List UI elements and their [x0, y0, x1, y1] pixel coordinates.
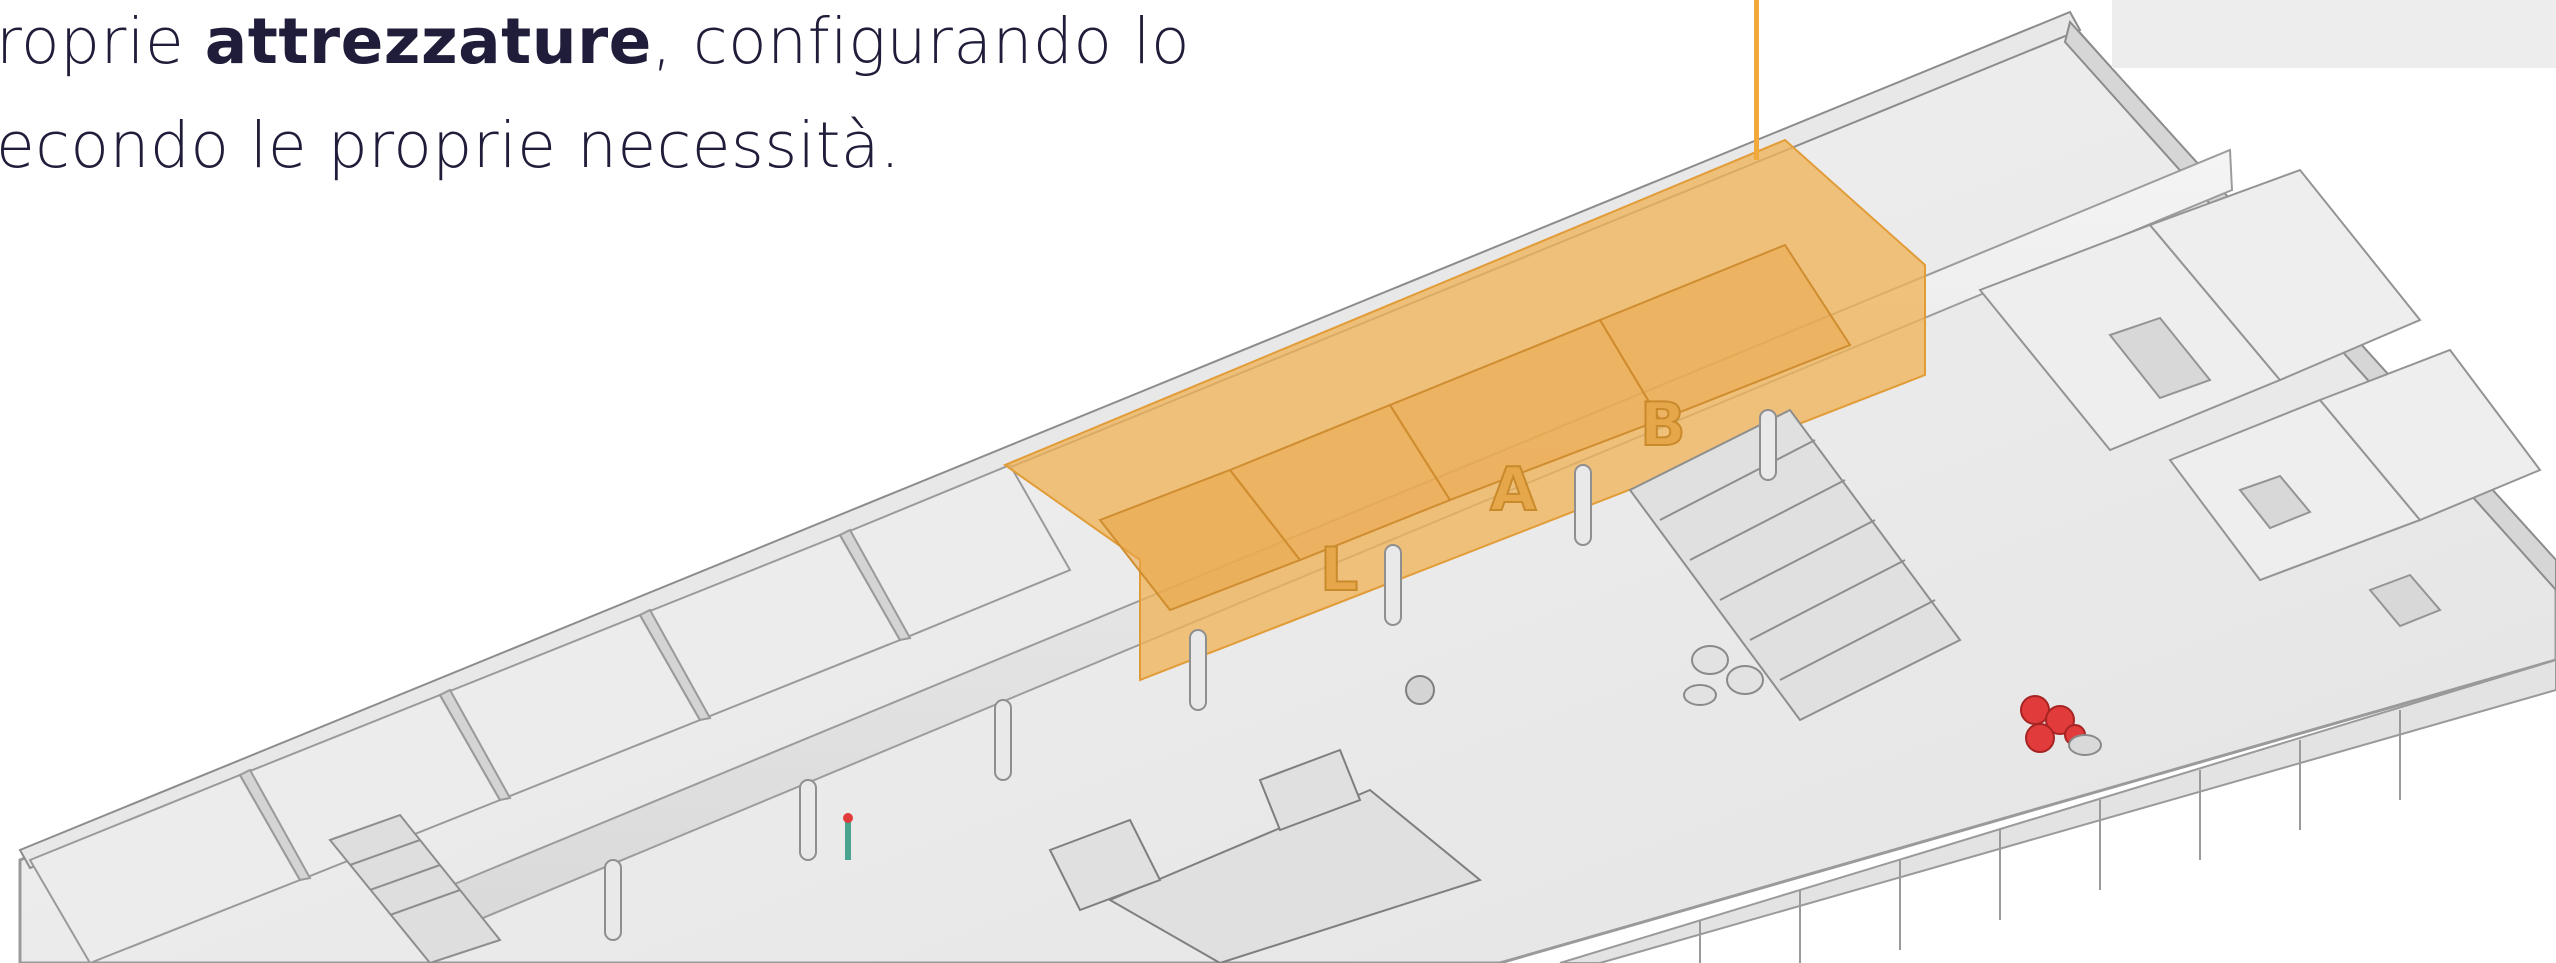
- lab-letter-l: L: [1320, 535, 1358, 605]
- intro-text: roprie attrezzature, configurando lo eco…: [0, 0, 1236, 198]
- info-panel: [2112, 0, 2556, 68]
- columns: [604, 409, 1777, 941]
- callout-line: [1754, 0, 1759, 160]
- marker-post: [843, 813, 853, 860]
- intro-line-2: econdo le proprie necessità.: [0, 109, 901, 182]
- intro-line-1-bold: attrezzature: [204, 5, 652, 78]
- lab-zone-highlight: L A B: [1002, 138, 1926, 682]
- glass-facade: [1559, 658, 2556, 963]
- left-staircase: [328, 813, 502, 963]
- lab-letter-a: A: [1490, 455, 1537, 525]
- lab-letter-b: B: [1640, 390, 1686, 460]
- robot-workstation: [1048, 675, 1483, 963]
- staircase: [1628, 408, 1962, 722]
- intro-line-1-prefix: roprie: [0, 5, 205, 78]
- red-seating: [2020, 695, 2102, 756]
- lounge-chairs: [1683, 645, 1764, 706]
- intro-line-1: roprie attrezzature, configurando lo: [0, 0, 1236, 94]
- meeting-rooms: [1978, 168, 2542, 628]
- intro-line-1-suffix: , configurando lo: [651, 5, 1191, 78]
- rooms-left: [28, 463, 1072, 963]
